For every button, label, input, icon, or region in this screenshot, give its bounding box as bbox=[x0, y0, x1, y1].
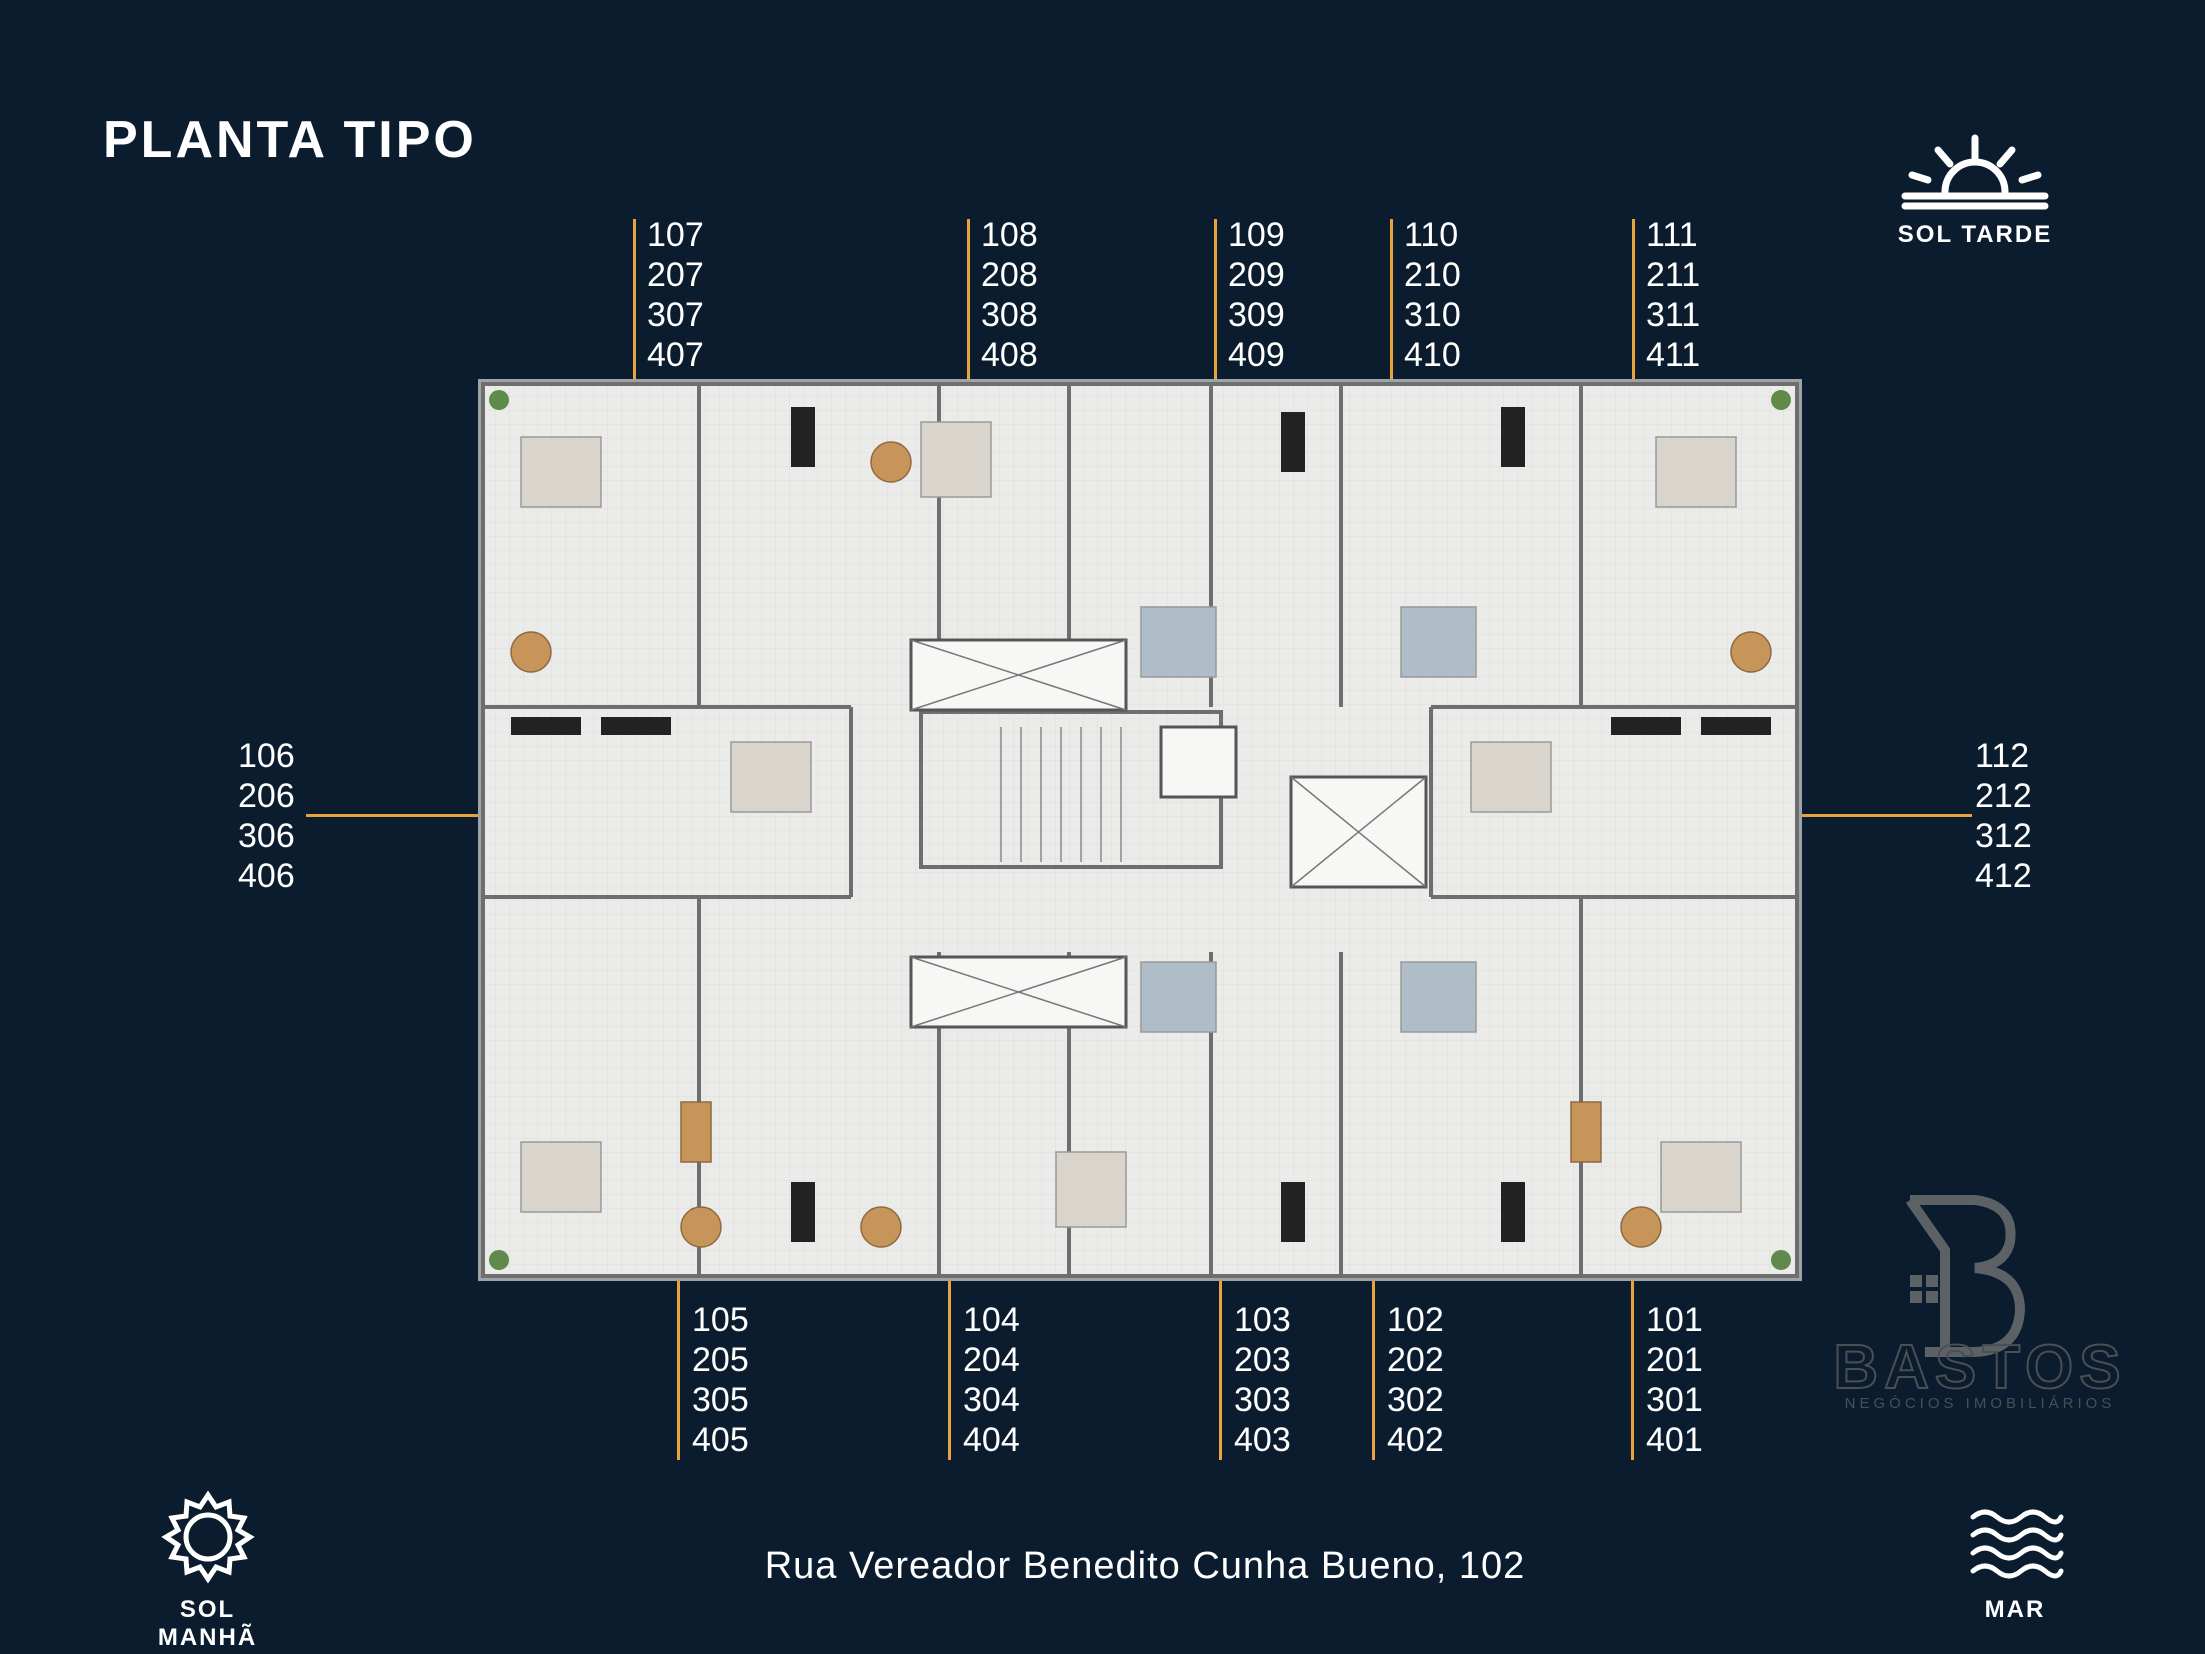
sun-morning-label: SOL MANHÃ bbox=[157, 1596, 258, 1651]
brand-name: BASTOS bbox=[1833, 1333, 2126, 1402]
unit-number: 407 bbox=[647, 336, 704, 374]
unit-number: 411 bbox=[1646, 336, 1701, 374]
unit-number: 301 bbox=[1646, 1381, 1703, 1419]
unit-number: 205 bbox=[692, 1341, 749, 1379]
unit-number: 207 bbox=[647, 256, 704, 294]
unit-number: 209 bbox=[1228, 256, 1285, 294]
unit-number: 203 bbox=[1234, 1341, 1291, 1379]
unit-number: 102 bbox=[1387, 1301, 1444, 1339]
unit-number: 406 bbox=[238, 857, 295, 895]
unit-number: 211 bbox=[1646, 256, 1701, 294]
unit-number: 204 bbox=[963, 1341, 1020, 1379]
unit-number: 310 bbox=[1404, 296, 1461, 334]
unit-number: 309 bbox=[1228, 296, 1285, 334]
floor-plan bbox=[478, 379, 1802, 1281]
unit-number: 108 bbox=[981, 216, 1038, 254]
unit-number: 212 bbox=[1975, 777, 2032, 815]
brand-tagline: NEGÓCIOS IMOBILIÁRIOS bbox=[1845, 1395, 2116, 1410]
unit-number: 307 bbox=[647, 296, 704, 334]
unit-number: 302 bbox=[1387, 1381, 1444, 1419]
brand-logo: BASTOS NEGÓCIOS IMOBILIÁRIOS bbox=[1780, 1180, 2180, 1412]
unit-number: 206 bbox=[238, 777, 295, 815]
unit-number: 111 bbox=[1646, 216, 1698, 254]
unit-number: 409 bbox=[1228, 336, 1285, 374]
sun-afternoon-label: SOL TARDE bbox=[1897, 221, 2053, 248]
unit-number: 208 bbox=[981, 256, 1038, 294]
sun-icon bbox=[160, 1490, 255, 1584]
unit-number: 412 bbox=[1975, 857, 2032, 895]
unit-number: 201 bbox=[1646, 1341, 1703, 1379]
unit-number: 104 bbox=[963, 1301, 1020, 1339]
sun-morning-block: SOL MANHÃ bbox=[130, 1490, 285, 1652]
unit-number: 112 bbox=[1975, 737, 2030, 775]
unit-number: 303 bbox=[1234, 1381, 1291, 1419]
unit-number: 202 bbox=[1387, 1341, 1444, 1379]
unit-number: 404 bbox=[963, 1421, 1020, 1459]
sunset-icon bbox=[1901, 134, 2049, 210]
unit-number: 106 bbox=[238, 737, 295, 775]
sun-afternoon-block: SOL TARDE bbox=[1890, 130, 2060, 249]
sea-block: MAR bbox=[1955, 1505, 2075, 1624]
unit-number: 408 bbox=[981, 336, 1038, 374]
waves-icon bbox=[1970, 1509, 2064, 1579]
unit-number: 403 bbox=[1234, 1421, 1291, 1459]
unit-number: 210 bbox=[1404, 256, 1461, 294]
unit-number: 405 bbox=[692, 1421, 749, 1459]
unit-number: 402 bbox=[1387, 1421, 1444, 1459]
unit-number: 311 bbox=[1646, 296, 1701, 334]
unit-number: 109 bbox=[1228, 216, 1285, 254]
unit-number: 110 bbox=[1404, 216, 1459, 254]
unit-number: 103 bbox=[1234, 1301, 1291, 1339]
sea-label: MAR bbox=[1984, 1596, 2046, 1623]
unit-number: 105 bbox=[692, 1301, 749, 1339]
unit-number: 305 bbox=[692, 1381, 749, 1419]
address: Rua Vereador Benedito Cunha Bueno, 102 bbox=[764, 1545, 1526, 1587]
unit-number: 312 bbox=[1975, 817, 2032, 855]
unit-number: 308 bbox=[981, 296, 1038, 334]
unit-number: 410 bbox=[1404, 336, 1461, 374]
floor-plan-drawing bbox=[481, 382, 1799, 1278]
unit-number: 107 bbox=[647, 216, 704, 254]
page-title: PLANTA TIPO bbox=[103, 111, 477, 169]
unit-number: 401 bbox=[1646, 1421, 1703, 1459]
unit-number: 304 bbox=[963, 1381, 1020, 1419]
unit-number: 306 bbox=[238, 817, 295, 855]
bastos-logo-graphic: BASTOS NEGÓCIOS IMOBILIÁRIOS bbox=[1832, 1195, 2126, 1412]
unit-number: 101 bbox=[1646, 1301, 1703, 1339]
